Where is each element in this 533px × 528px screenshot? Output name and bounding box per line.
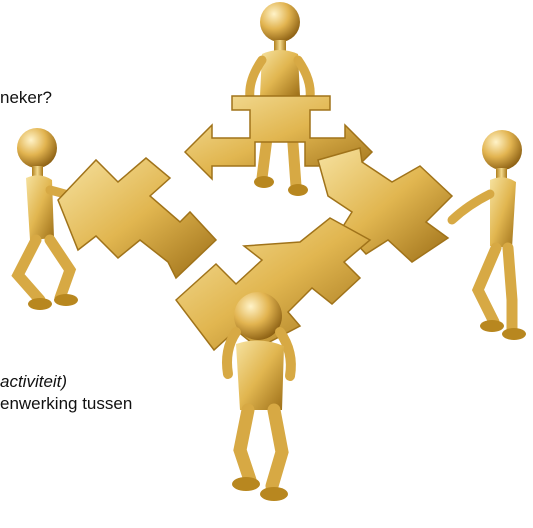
right-figure [447, 130, 526, 340]
left-figure [11, 128, 87, 310]
right-figure-head [482, 130, 522, 170]
left-figure-head [17, 128, 57, 168]
left-arrow-piece [57, 157, 218, 280]
text-line-3: enwerking tussen [0, 394, 133, 413]
text-line-2: activiteit) [0, 372, 68, 391]
text-line-1: neker? [0, 88, 52, 107]
top-figure-head [260, 2, 300, 42]
top-figure [245, 2, 315, 196]
bottom-figure [222, 292, 296, 501]
bottom-figure-head [234, 292, 282, 340]
